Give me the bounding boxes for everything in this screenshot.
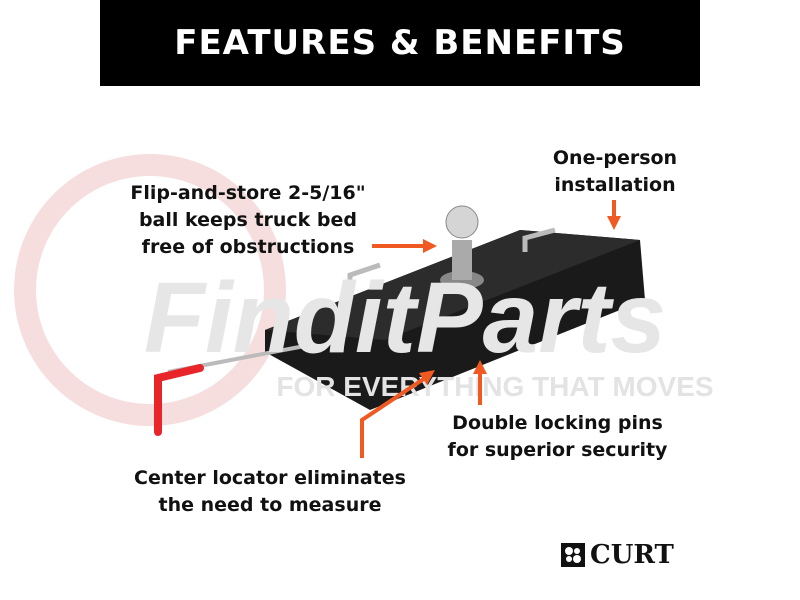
callout-line: Flip-and-store 2-5/16" <box>130 182 366 204</box>
banner-title: FEATURES & BENEFITS <box>100 0 700 86</box>
callout-flip-and-store: Flip-and-store 2-5/16" ball keeps truck … <box>118 180 378 261</box>
curt-logo: CURT <box>560 540 674 570</box>
watermark-tagline: FOR EVERYTHING THAT MOVES <box>276 371 714 402</box>
callout-one-person: One-person installation <box>520 145 710 199</box>
callout-line: for superior security <box>447 439 668 461</box>
callout-line: One-person <box>552 147 678 169</box>
callout-line: free of obstructions <box>141 236 355 258</box>
callout-locking-pins: Double locking pins for superior securit… <box>430 410 685 464</box>
callout-line: installation <box>554 174 676 196</box>
callout-center-locator: Center locator eliminates the need to me… <box>115 465 425 519</box>
callout-line: Center locator eliminates <box>134 467 406 489</box>
gooseneck-hitch-illustration <box>154 205 645 436</box>
curt-logo-text: CURT <box>590 540 674 570</box>
callout-line: the need to measure <box>158 494 382 516</box>
curt-emblem-icon <box>561 543 585 567</box>
callout-line: Double locking pins <box>452 412 663 434</box>
callout-line: ball keeps truck bed <box>138 209 358 231</box>
watermark-brand: FinditParts <box>143 262 667 374</box>
